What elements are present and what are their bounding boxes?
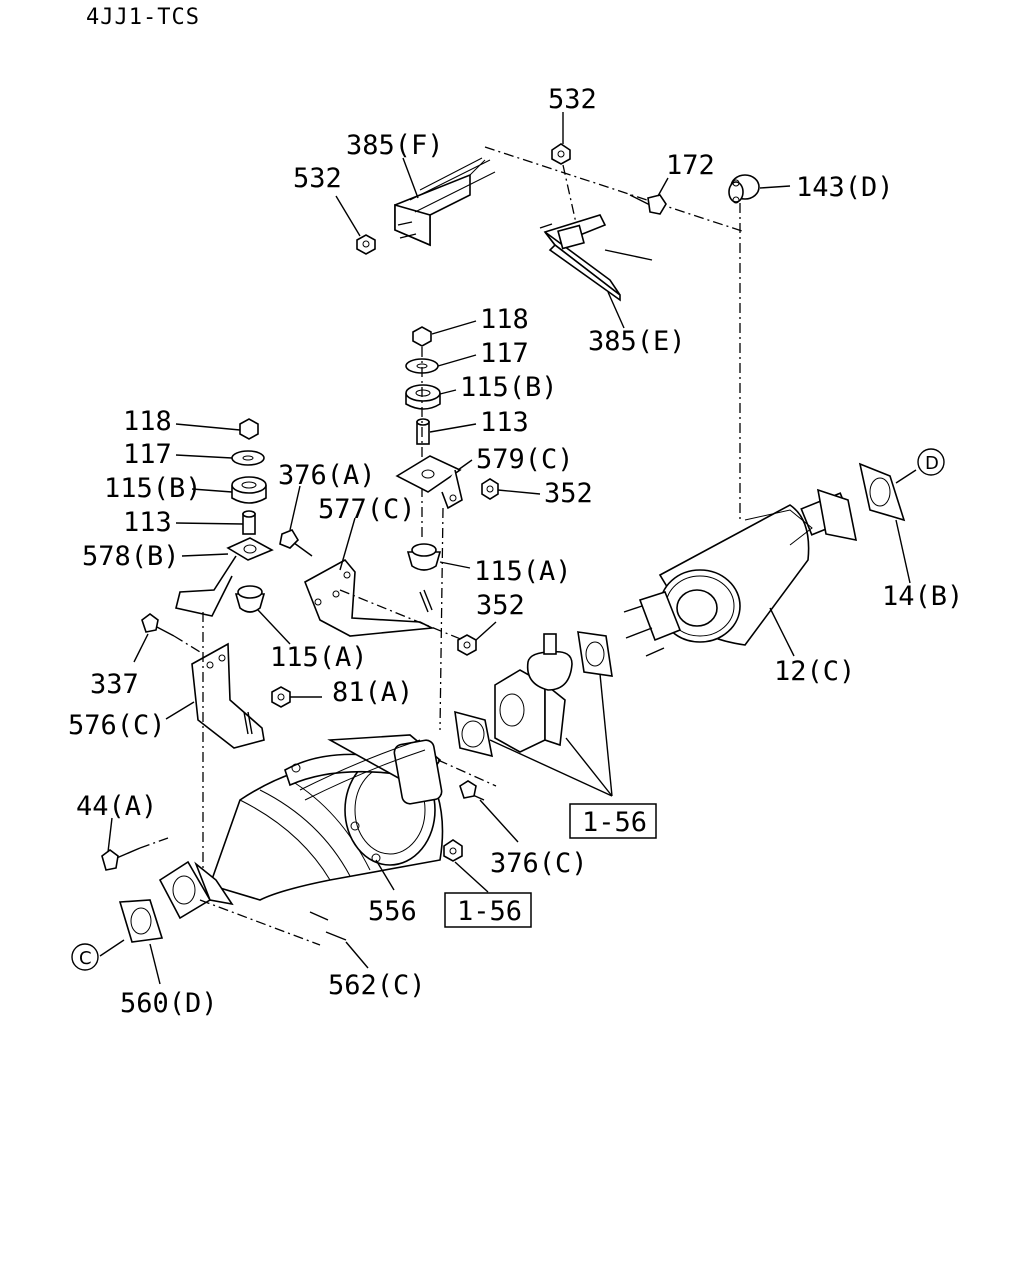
bracket-385e (539, 214, 653, 302)
label-113-left: 113 (123, 507, 172, 538)
gasket-left-1-56 (454, 710, 494, 758)
label-44a: 44(A) (76, 791, 157, 822)
collar-113-right (416, 418, 430, 445)
label-376a: 376(A) (278, 460, 376, 491)
bracket-578b (175, 537, 274, 617)
label-115a-right: 115(A) (474, 556, 572, 587)
label-117-right: 117 (480, 338, 529, 369)
label-385e: 385(E) (588, 326, 686, 357)
marker-c-letter: C (79, 948, 92, 969)
converter-556 (208, 734, 444, 901)
label-352-a: 352 (544, 478, 593, 509)
label-14b: 14(B) (882, 581, 963, 612)
nut-118-right (412, 326, 432, 347)
bolt-376a (279, 529, 313, 557)
bracket-577c (303, 558, 435, 637)
throttle-actuator (494, 633, 573, 753)
nut-532-top (551, 143, 571, 165)
label-577c: 577(C) (318, 494, 416, 525)
rubber-115a-right (406, 543, 442, 571)
align-line-532-385e (562, 164, 579, 233)
label-143d: 143(D) (796, 172, 894, 203)
engine-code-header: 4JJ1-TCS (86, 5, 200, 30)
nut-81a (271, 686, 291, 708)
align-line-577c-352 (339, 589, 464, 641)
rubber-115a-left (234, 585, 266, 613)
label-115a-left: 115(A) (270, 642, 368, 673)
silencer-12c (658, 488, 858, 646)
label-556: 556 (368, 896, 417, 927)
align-line-center-lower (439, 507, 444, 731)
label-376c: 376(C) (490, 848, 588, 879)
collar-113-left (242, 510, 256, 535)
flange-12c-studs (623, 591, 682, 657)
nut-532-left (356, 234, 376, 255)
label-578b: 578(B) (82, 541, 180, 572)
nut-352-b (457, 634, 477, 656)
bolt-376c (459, 780, 485, 801)
connector-marker-c: C (71, 943, 99, 971)
ref-1-56-b-label: 1-56 (457, 896, 522, 927)
label-532-left: 532 (293, 163, 342, 194)
label-117-left: 117 (123, 439, 172, 470)
label-115b-left: 115(B) (104, 473, 202, 504)
leader-lines (99, 112, 917, 985)
label-560d: 560(D) (120, 988, 218, 1019)
gasket-14b (858, 462, 906, 522)
label-385f: 385(F) (346, 130, 444, 161)
gasket-right-1-56 (577, 631, 613, 677)
label-115b-right: 115(B) (460, 372, 558, 403)
label-12c: 12(C) (774, 656, 855, 687)
label-81a: 81(A) (332, 677, 413, 708)
ref-box-1-56-a[interactable]: 1-56 (569, 803, 657, 839)
gasket-560d (118, 899, 164, 943)
label-562c: 562(C) (328, 970, 426, 1001)
label-337: 337 (90, 669, 139, 700)
ref-1-56-a-label: 1-56 (582, 807, 647, 838)
ref-box-1-56-b[interactable]: 1-56 (444, 892, 532, 928)
label-118-right: 118 (480, 304, 529, 335)
align-line-flange-562c (199, 899, 321, 946)
align-line-385f-532 (484, 146, 746, 233)
align-line-337-bracket (173, 635, 201, 653)
flange-inlet (158, 860, 234, 920)
label-576c: 576(C) (68, 710, 166, 741)
nut-352-a (481, 478, 499, 500)
label-532-top: 532 (548, 84, 597, 115)
nut-lower-1-56 (443, 839, 463, 862)
rubber-115b-right (405, 384, 441, 410)
bracket-576c (191, 642, 265, 749)
rubber-115b-left (231, 476, 267, 504)
studs-385f (397, 221, 417, 239)
bolt-172 (629, 194, 667, 215)
label-172: 172 (666, 150, 715, 181)
label-113-right: 113 (480, 407, 529, 438)
label-579c: 579(C) (476, 444, 574, 475)
hanger-143d (728, 174, 760, 204)
connector-marker-d: D (917, 448, 945, 476)
nut-118-left (239, 418, 259, 440)
marker-d-letter: D (925, 453, 939, 474)
align-line-44a-flange (139, 837, 169, 849)
label-118-left: 118 (123, 406, 172, 437)
bracket-385f (394, 157, 496, 247)
bolt-337 (141, 613, 175, 637)
studs-562c (309, 911, 347, 941)
washer-117-left (231, 450, 265, 466)
bracket-579c (395, 455, 463, 510)
label-352-b: 352 (476, 590, 525, 621)
